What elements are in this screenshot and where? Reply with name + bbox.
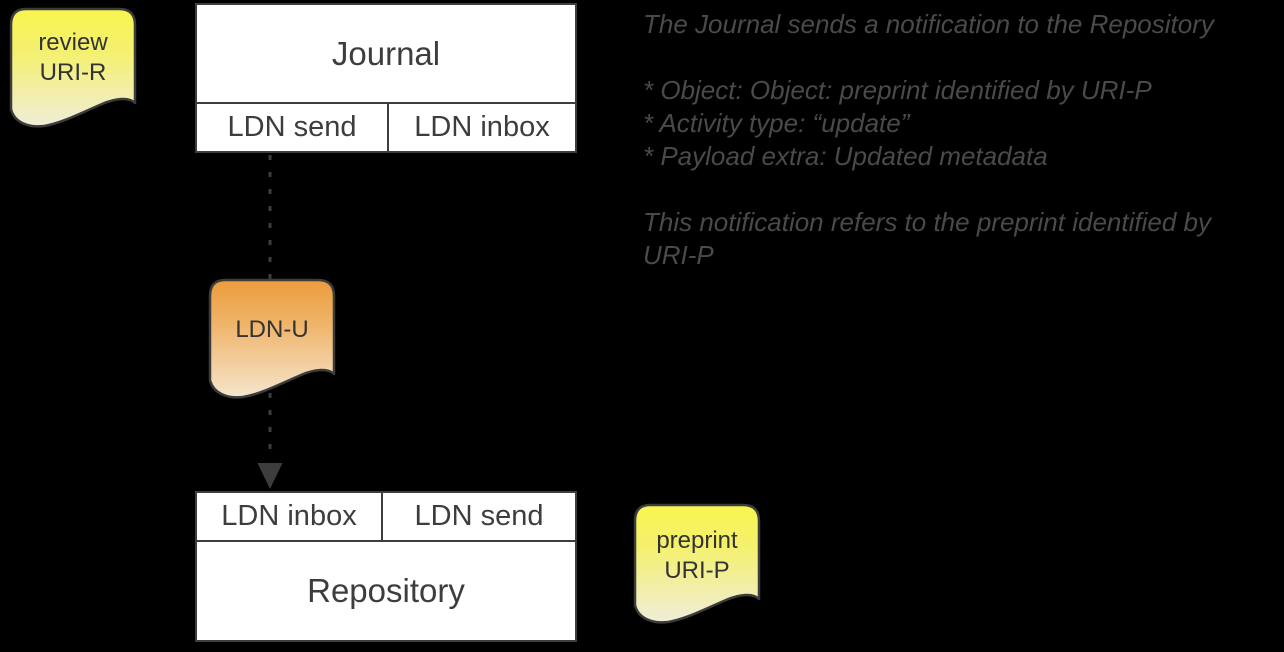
repository-box: LDN inbox LDN send Repository	[195, 491, 577, 642]
note-review-line2: URI-R	[39, 59, 107, 86]
journal-ldn-inbox-cell: LDN inbox	[414, 111, 550, 143]
repository-ldn-inbox-cell: LDN inbox	[197, 493, 383, 540]
note-review-line1: review	[38, 29, 108, 56]
note-preprint-line2: URI-P	[664, 557, 730, 584]
repository-ldn-row: LDN inbox LDN send	[197, 493, 575, 542]
note-preprint-label: preprint URI-P	[633, 526, 761, 586]
journal-ldn-send-cell: LDN send	[197, 104, 389, 151]
annotation-outro: This notification refers to the preprint…	[643, 207, 1211, 270]
sticky-note-shape	[9, 7, 137, 128]
sticky-note-shape	[208, 278, 336, 399]
note-review-label: review URI-R	[9, 28, 137, 88]
annotation-bullet-object: * Object: Object: preprint identified by…	[643, 75, 1152, 105]
note-ldn-u: LDN-U	[208, 278, 336, 400]
annotation-intro: The Journal sends a notification to the …	[643, 9, 1214, 39]
journal-box: Journal LDN send LDN inbox	[195, 3, 577, 153]
note-preprint-line1: preprint	[656, 527, 738, 554]
annotation-bullet-activity: * Activity type: “update”	[643, 108, 910, 138]
journal-ldn-row: LDN send LDN inbox	[197, 104, 575, 151]
arrowhead-icon	[257, 463, 283, 489]
note-ldn-u-line1: LDN-U	[235, 316, 309, 343]
repository-title: Repository	[307, 572, 465, 609]
note-review-uri-r: review URI-R	[9, 7, 137, 129]
note-ldn-u-label: LDN-U	[208, 315, 336, 345]
sticky-note-shape	[633, 503, 761, 624]
journal-title: Journal	[197, 5, 575, 104]
annotation-block: The Journal sends a notification to the …	[643, 8, 1283, 272]
annotation-bullet-payload: * Payload extra: Updated metadata	[643, 141, 1048, 171]
note-preprint-uri-p: preprint URI-P	[633, 503, 761, 625]
repository-ldn-send-cell: LDN send	[414, 500, 544, 532]
